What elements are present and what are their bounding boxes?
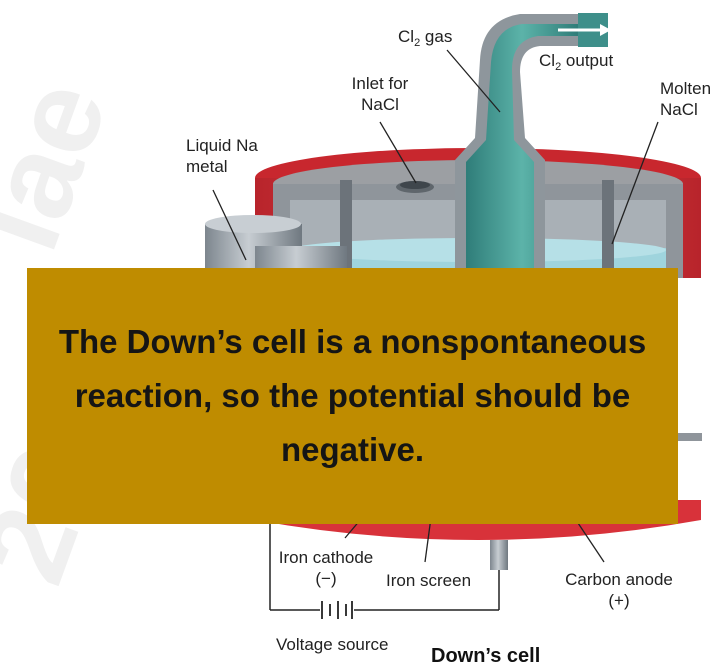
label-cl2-gas: Cl2 gas bbox=[398, 26, 452, 54]
svg-text:lae: lae bbox=[0, 64, 133, 267]
overlay-text: The Down’s cell is a nonspontaneous reac… bbox=[27, 315, 678, 477]
explanation-overlay: The Down’s cell is a nonspontaneous reac… bbox=[27, 268, 678, 524]
label-voltage-source: Voltage source bbox=[276, 634, 388, 655]
label-cl2-output: Cl2 output bbox=[539, 50, 613, 78]
right-pipe bbox=[678, 433, 702, 441]
label-molten-nacl: Molten NaCl bbox=[660, 78, 711, 120]
label-carbon-anode: Carbon anode (+) bbox=[560, 569, 678, 611]
label-liquid-na-metal: Liquid Na metal bbox=[186, 135, 258, 177]
label-iron-screen: Iron screen bbox=[386, 570, 471, 591]
label-iron-cathode: Iron cathode (−) bbox=[270, 547, 382, 589]
diagram-title: Down’s cell bbox=[431, 645, 540, 668]
nacl-inlet bbox=[396, 181, 434, 193]
label-inlet-nacl: Inlet for NaCl bbox=[336, 73, 424, 115]
